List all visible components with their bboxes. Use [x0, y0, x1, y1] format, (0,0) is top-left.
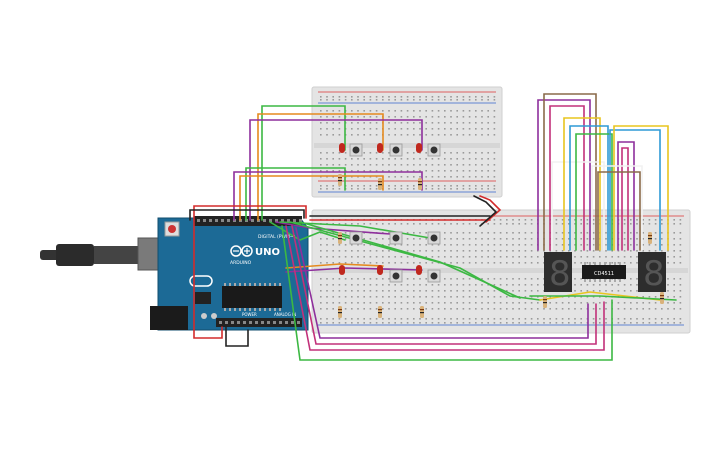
- wire-green[interactable]: [529, 295, 677, 301]
- decoder-chip: CD4511: [582, 262, 626, 282]
- led: [416, 143, 422, 153]
- wire-green[interactable]: [299, 221, 521, 299]
- wire-orange[interactable]: [257, 113, 384, 221]
- arduino-logo-icon: [230, 245, 253, 257]
- wire-green[interactable]: [245, 167, 346, 221]
- led: [377, 143, 383, 153]
- wire-magenta[interactable]: [285, 225, 605, 351]
- wire-green[interactable]: [281, 225, 613, 361]
- wire-red[interactable]: [193, 205, 307, 221]
- board-model-label: UNO: [255, 247, 280, 258]
- wire-magenta[interactable]: [621, 147, 629, 251]
- wires[interactable]: [189, 93, 677, 361]
- brand-label: ARDUINO: [230, 260, 252, 266]
- wire-purple[interactable]: [537, 99, 591, 251]
- wire-white[interactable]: [591, 165, 643, 251]
- wire-black[interactable]: [225, 326, 249, 347]
- seven-segment-left: 8: [544, 252, 572, 294]
- wire-black[interactable]: [189, 209, 305, 221]
- led: [377, 265, 383, 275]
- wire-purple[interactable]: [295, 227, 589, 339]
- wire-green[interactable]: [261, 105, 346, 221]
- usb-cable-plug-tip: [40, 250, 60, 260]
- red-leds: [339, 143, 422, 275]
- wire-orange[interactable]: [239, 175, 384, 221]
- usb-cable: [56, 244, 94, 266]
- led: [339, 143, 345, 153]
- wire-brown[interactable]: [543, 93, 597, 251]
- chip-label: CD4511: [594, 271, 614, 277]
- wire-purple[interactable]: [249, 119, 423, 221]
- wire-magenta[interactable]: [549, 105, 585, 251]
- wire-blue[interactable]: [609, 129, 661, 251]
- wire-brown[interactable]: [597, 171, 641, 251]
- arduino-uno-board[interactable]: DIGITAL (PWM~) UNO ARDUINO POWER ANALOG …: [40, 216, 309, 331]
- wire-black[interactable]: [473, 195, 498, 227]
- wire-green[interactable]: [269, 221, 346, 241]
- wire-red[interactable]: [193, 219, 223, 339]
- wire-yellow[interactable]: [563, 117, 601, 251]
- power-jack: [150, 306, 188, 330]
- svg-text:8: 8: [549, 254, 571, 294]
- wire-green[interactable]: [575, 133, 613, 251]
- wire-purple[interactable]: [617, 141, 635, 251]
- wire-blue[interactable]: [569, 125, 609, 251]
- digital-header-label: DIGITAL (PWM~): [258, 234, 296, 240]
- wire-white[interactable]: [551, 161, 605, 251]
- power-analog-header: [216, 318, 302, 327]
- analog-label: ANALOG IN: [274, 312, 296, 317]
- wire-magenta[interactable]: [291, 225, 597, 345]
- led: [416, 265, 422, 275]
- wire-yellow[interactable]: [613, 125, 669, 251]
- push-buttons[interactable]: [349, 143, 441, 283]
- atmega-chip: [222, 286, 282, 308]
- wire-red[interactable]: [479, 195, 502, 223]
- resistors: [338, 174, 664, 318]
- svg-text:8: 8: [643, 254, 665, 294]
- breadboard-holes: [320, 96, 496, 190]
- seven-segment-right: 8: [638, 252, 666, 294]
- power-label: POWER: [242, 312, 257, 317]
- led: [339, 265, 345, 275]
